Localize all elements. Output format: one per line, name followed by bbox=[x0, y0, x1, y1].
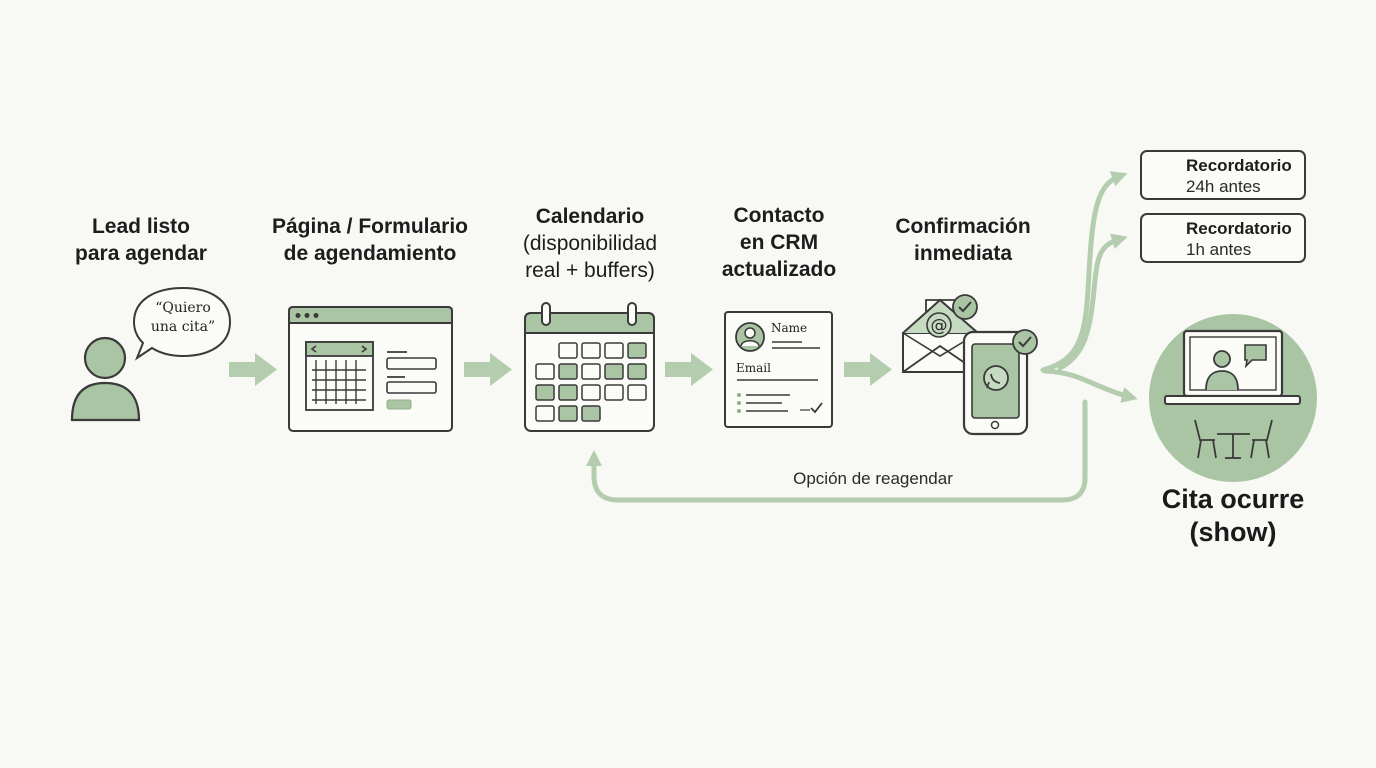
booking-form-icon bbox=[288, 306, 453, 432]
calendar-day-cell bbox=[627, 363, 647, 380]
reminder-1h: Recordatorio 1h antes bbox=[1140, 213, 1306, 263]
calendar-day-cell bbox=[535, 405, 555, 422]
reminder-subtitle: 24h antes bbox=[1186, 177, 1261, 196]
calendar-day-cell bbox=[535, 384, 555, 401]
flow-arrow-4 bbox=[844, 353, 892, 386]
stage-title-form: Página / Formulario de agendamiento bbox=[271, 215, 469, 265]
crm-email-label: Email bbox=[736, 361, 771, 375]
calendar-day-cell bbox=[604, 384, 624, 401]
calendar-day-cell bbox=[581, 363, 601, 380]
reschedule-arrow bbox=[585, 399, 1088, 503]
reschedule-label: Opción de reagendar bbox=[793, 469, 953, 488]
email-phone-icon: @ bbox=[902, 294, 1038, 436]
calendar-day-cell bbox=[581, 405, 601, 422]
speech-bubble bbox=[132, 286, 232, 361]
calendar-day-cell bbox=[558, 405, 578, 422]
calendar-day-cell bbox=[581, 342, 601, 359]
reminder-title: Recordatorio bbox=[1186, 219, 1292, 238]
branch-arrows bbox=[1040, 171, 1138, 403]
reminder-title: Recordatorio bbox=[1186, 156, 1292, 175]
flow-arrow-3 bbox=[665, 353, 713, 386]
calendar-day-cell bbox=[604, 342, 624, 359]
smartphone-icon bbox=[962, 330, 1029, 436]
calendar-day-cell bbox=[604, 363, 624, 380]
calendar-day-cell bbox=[558, 363, 578, 380]
stage-title-lead: Lead listo para agendar bbox=[75, 215, 207, 265]
calendar-grid bbox=[535, 342, 647, 422]
reminder-24h: Recordatorio 24h antes bbox=[1140, 150, 1306, 200]
calendar-day-cell bbox=[627, 384, 647, 401]
speech-bubble-text: “Quiero una cita” bbox=[150, 300, 216, 335]
calendar-day-cell bbox=[581, 384, 601, 401]
calendar-day-cell bbox=[558, 384, 578, 401]
stage-title-confirm: Confirmación inmediata bbox=[895, 215, 1031, 265]
contact-card-icon bbox=[724, 311, 833, 428]
check-badge-icon bbox=[952, 294, 978, 320]
calendar-day-cell bbox=[627, 342, 647, 359]
reminder-subtitle: 1h antes bbox=[1186, 240, 1252, 259]
calendar-day-cell bbox=[535, 363, 555, 380]
crm-name-label: Name bbox=[771, 321, 808, 335]
person-icon bbox=[70, 336, 141, 422]
flow-arrow-2 bbox=[464, 353, 512, 386]
email-envelope-icon: @ bbox=[902, 298, 979, 373]
video-meeting-icon bbox=[1149, 314, 1317, 482]
check-badge-icon bbox=[1012, 329, 1038, 355]
stage-title-calendar: Calendario (disponibilidad real + buffer… bbox=[522, 205, 658, 282]
final-title: Cita ocurre (show) bbox=[1161, 484, 1305, 547]
calendar-day-cell bbox=[558, 342, 578, 359]
stage-title-crm: Contacto en CRM actualizado bbox=[721, 204, 837, 281]
flow-arrow-1 bbox=[229, 353, 277, 386]
svg-text:@: @ bbox=[931, 316, 948, 336]
